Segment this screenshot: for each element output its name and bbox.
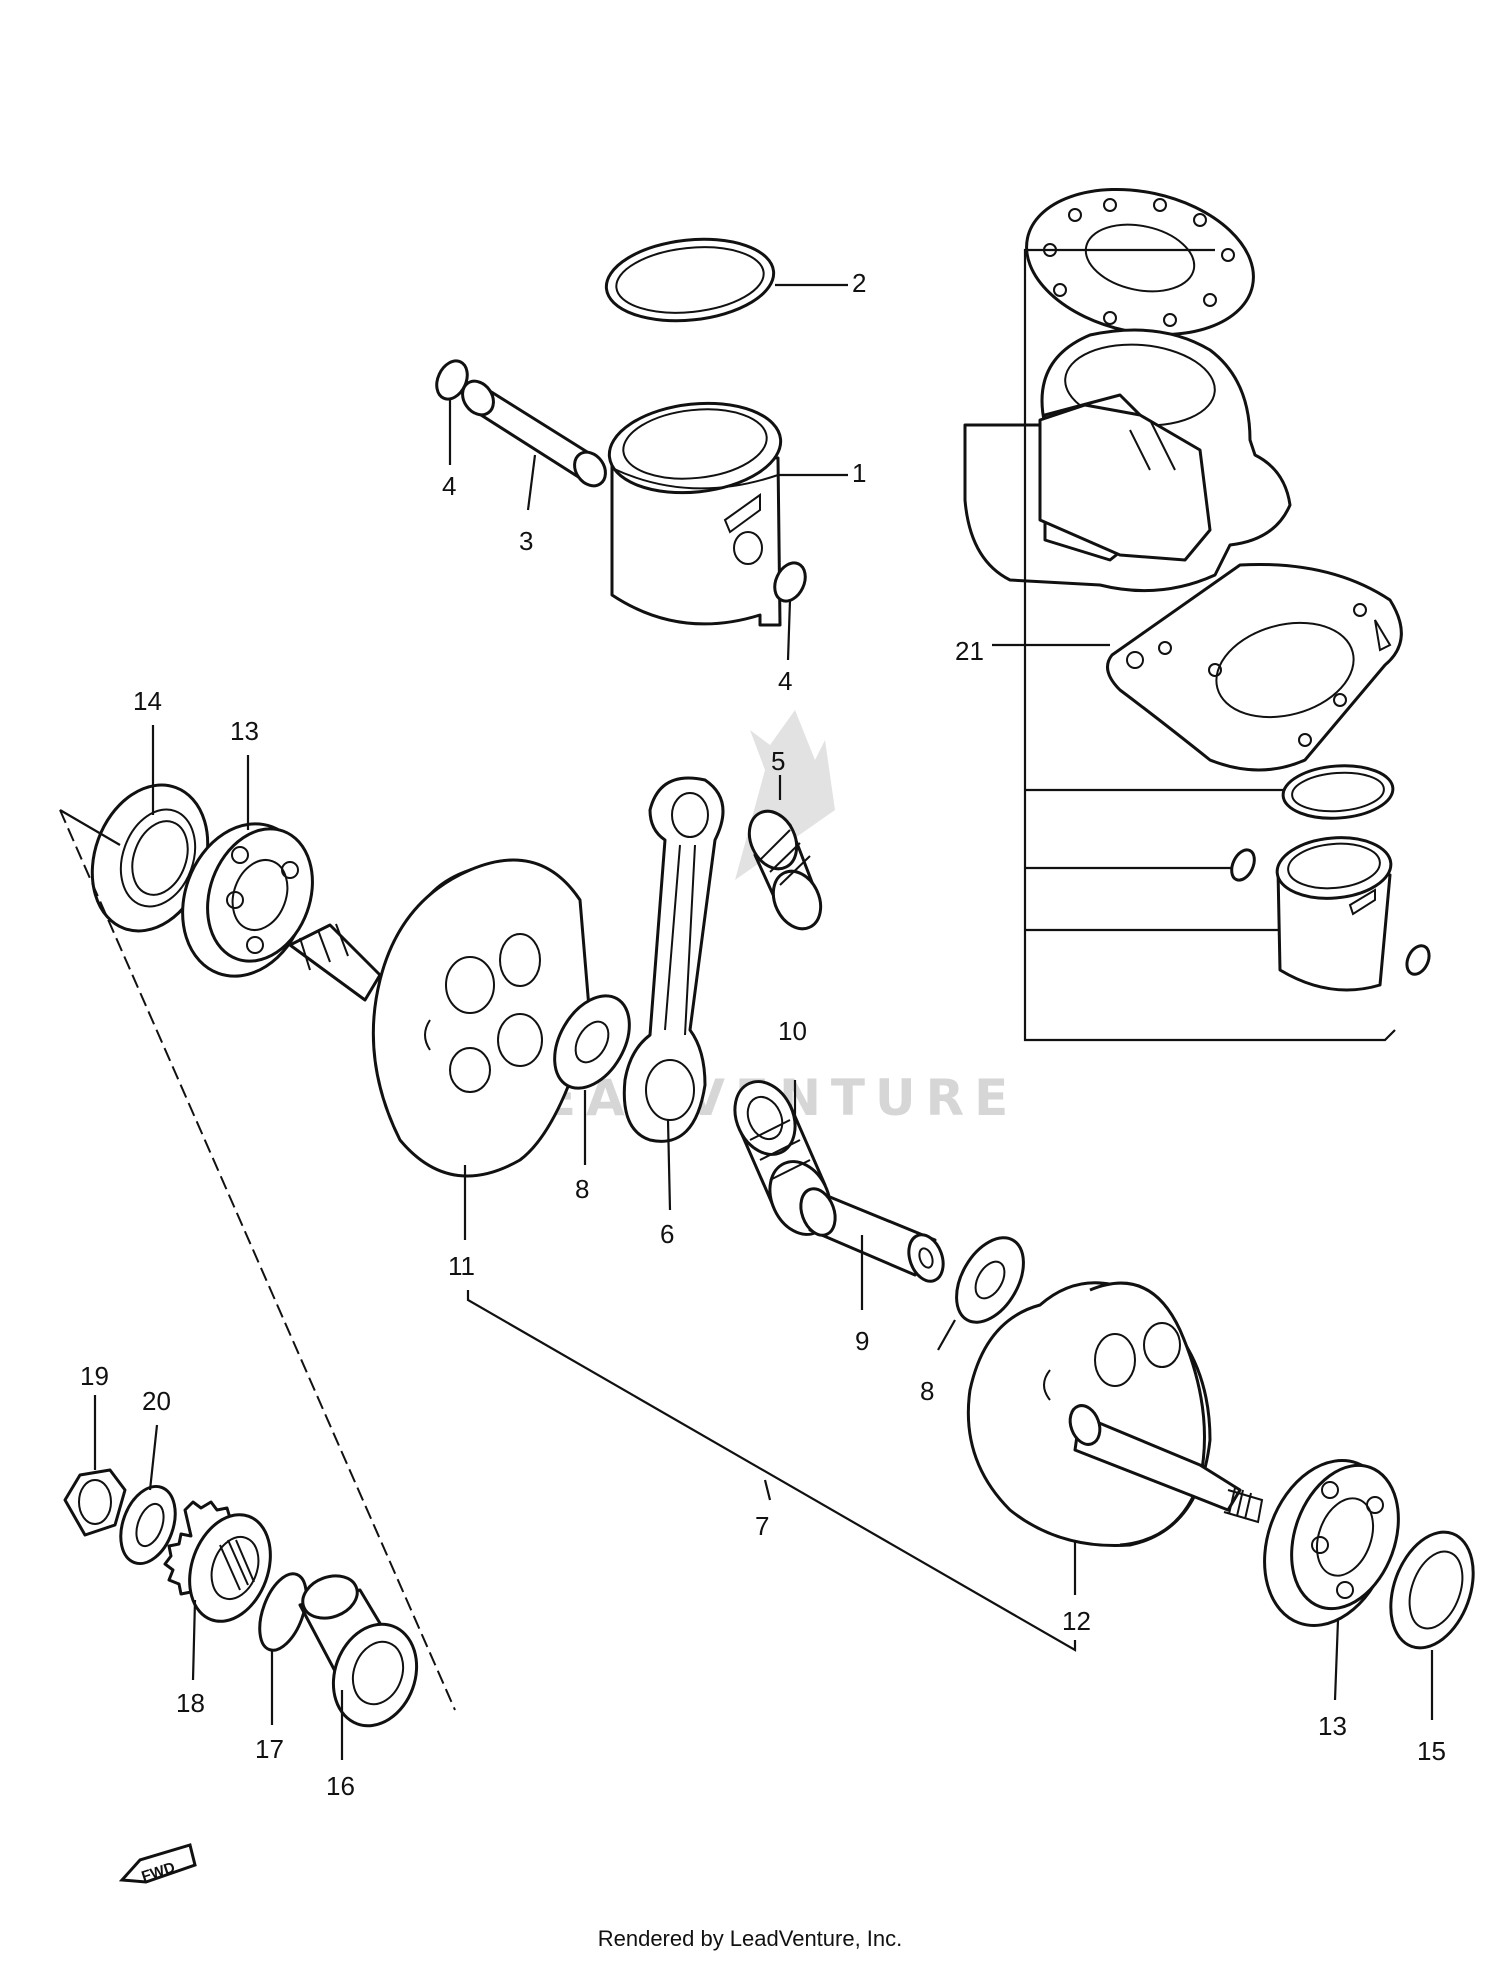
thrust-washer-part-lower	[955, 1236, 1025, 1324]
callout-20: 20	[142, 1386, 171, 1416]
callout-3: 3	[519, 526, 533, 556]
callout-8-upper: 8	[575, 1174, 589, 1204]
alignment-dashed-line	[59, 809, 456, 1711]
circlip-part-lower	[773, 561, 807, 603]
callout-6: 7	[755, 1511, 769, 1541]
callout-4-lower: 4	[778, 666, 792, 696]
callout-16: 16	[326, 1771, 355, 1801]
bearing-part-right	[1263, 1459, 1400, 1627]
callout-13-left: 13	[230, 716, 259, 746]
thrust-washer-part-upper	[553, 994, 631, 1090]
crank-half-right-part	[966, 1281, 1264, 1548]
callout-5: 5	[771, 746, 785, 776]
callout-2: 2	[852, 268, 866, 298]
circlip-part-upper	[435, 359, 469, 401]
callout-10: 10	[778, 1016, 807, 1046]
callout-15: 15	[1417, 1736, 1446, 1766]
piston-pin-part	[461, 379, 607, 488]
nut-part	[63, 1468, 127, 1537]
bearing-part-left	[181, 822, 314, 978]
callout-1: 1	[852, 458, 866, 488]
small-end-bearing-part	[747, 809, 823, 931]
washer-part	[119, 1484, 177, 1566]
crank-pin-part	[799, 1187, 945, 1283]
cylinder-kit-group	[963, 187, 1431, 1042]
callout-11: 11	[448, 1251, 475, 1281]
leader-lines	[93, 283, 1434, 1760]
crank-half-left-part	[288, 858, 592, 1178]
callout-17: 17	[255, 1734, 284, 1764]
footer-credit: Rendered by LeadVenture, Inc.	[597, 1926, 903, 1951]
callout-13-right: 13	[1318, 1711, 1347, 1741]
callout-12: 12	[1062, 1606, 1091, 1636]
callout-14: 14	[133, 686, 162, 716]
spacer-part	[298, 1574, 419, 1728]
forward-arrow-icon: FWD	[118, 1843, 197, 1886]
piston-ring-part	[604, 237, 776, 323]
o-ring-part	[258, 1572, 308, 1652]
alignment-line-top	[59, 809, 121, 846]
callout-19: 19	[80, 1361, 109, 1391]
callout-8-lower: 8	[920, 1376, 934, 1406]
primary-gear-part	[163, 1500, 272, 1623]
callout-21: 21	[955, 636, 984, 666]
piston-part	[607, 401, 783, 627]
callout-18: 18	[176, 1688, 205, 1718]
callout-4-upper: 4	[442, 471, 456, 501]
callout-7: 6	[660, 1219, 674, 1249]
oil-seal-part-right	[1389, 1530, 1475, 1650]
callout-9: 9	[855, 1326, 869, 1356]
connecting-rod-part	[622, 776, 725, 1143]
callout-labels: 2 1 4 3 4 21 14 13 5 10 8 6 11 9 8 7 12 …	[80, 268, 1446, 1801]
